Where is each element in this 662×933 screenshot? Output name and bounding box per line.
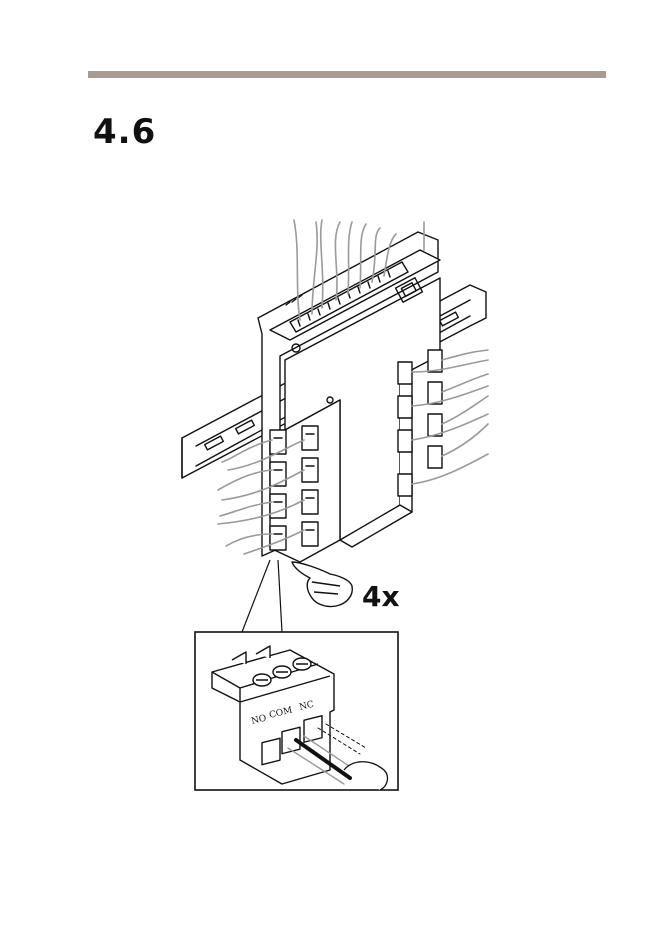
pointing-hand-icon — [292, 562, 352, 607]
step-number: 4.6 — [93, 112, 156, 152]
multiplier-label: 4x — [362, 580, 400, 613]
section-divider — [88, 71, 606, 78]
installation-diagram: 4x NO COM NC — [0, 200, 662, 800]
detail-inset: NO COM NC — [195, 632, 398, 790]
callout-lines — [242, 560, 282, 632]
